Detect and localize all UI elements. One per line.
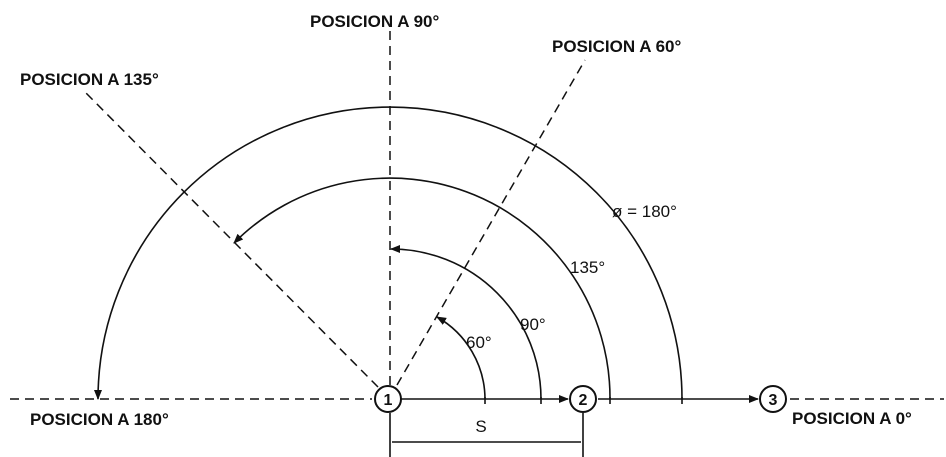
node-2: 2 bbox=[569, 385, 597, 413]
label-position-135: POSICION A 135° bbox=[20, 70, 159, 89]
angle-label-90: 90° bbox=[520, 315, 546, 334]
angle-label-135: 135° bbox=[570, 258, 605, 277]
angle-label-180: ø = 180° bbox=[612, 202, 677, 221]
node-3: 3 bbox=[759, 385, 787, 413]
svg-text:1: 1 bbox=[384, 392, 393, 409]
node-1: 1 bbox=[374, 385, 402, 413]
line-135-deg bbox=[84, 91, 379, 388]
label-position-180: POSICION A 180° bbox=[30, 410, 169, 429]
angle-label-60: 60° bbox=[466, 333, 492, 352]
svg-text:2: 2 bbox=[579, 392, 588, 409]
label-position-0: POSICION A 0° bbox=[792, 409, 912, 428]
arc-60 bbox=[436, 316, 486, 400]
label-position-60: POSICION A 60° bbox=[552, 37, 681, 56]
arc-135 bbox=[233, 177, 611, 400]
label-position-90: POSICION A 90° bbox=[310, 12, 439, 31]
arc-90 bbox=[390, 245, 542, 400]
arc-180 bbox=[94, 106, 683, 400]
svg-text:3: 3 bbox=[769, 392, 778, 409]
dimension-label-s: S bbox=[475, 417, 486, 436]
line-60-deg bbox=[396, 59, 586, 386]
